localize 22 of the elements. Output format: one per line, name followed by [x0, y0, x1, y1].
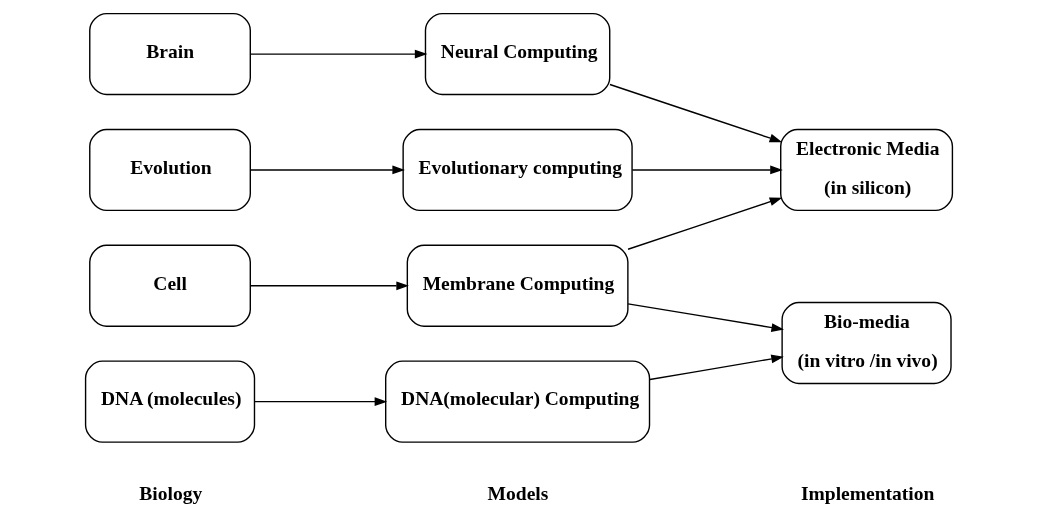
arrow: [249, 281, 409, 291]
label: Models: [487, 483, 548, 505]
arrow: [253, 397, 387, 407]
label: Biology: [138, 483, 202, 505]
node-box: DNA (molecules): [84, 360, 255, 443]
arrow: [648, 354, 784, 381]
arrow: [631, 165, 783, 175]
node-box: Evolution: [88, 128, 251, 212]
node-box: Electronic Media (in silicon): [779, 128, 953, 212]
node-box: Membrane Computing: [406, 244, 629, 327]
node-box: DNA(molecular) Computing: [384, 360, 650, 443]
node-box: Neural Computing: [424, 12, 610, 96]
arrow: [249, 49, 427, 59]
arrow: [626, 197, 782, 250]
node-box: Cell: [88, 244, 251, 327]
arrow: [626, 303, 784, 332]
node-box: Brain: [88, 12, 251, 96]
node-box: Bio-media (in vitro /in vivo): [780, 301, 952, 385]
node-box: Evolutionary computing: [401, 128, 633, 212]
arrow: [249, 165, 405, 175]
arrow: [608, 83, 782, 143]
label: Implementation: [800, 483, 934, 505]
